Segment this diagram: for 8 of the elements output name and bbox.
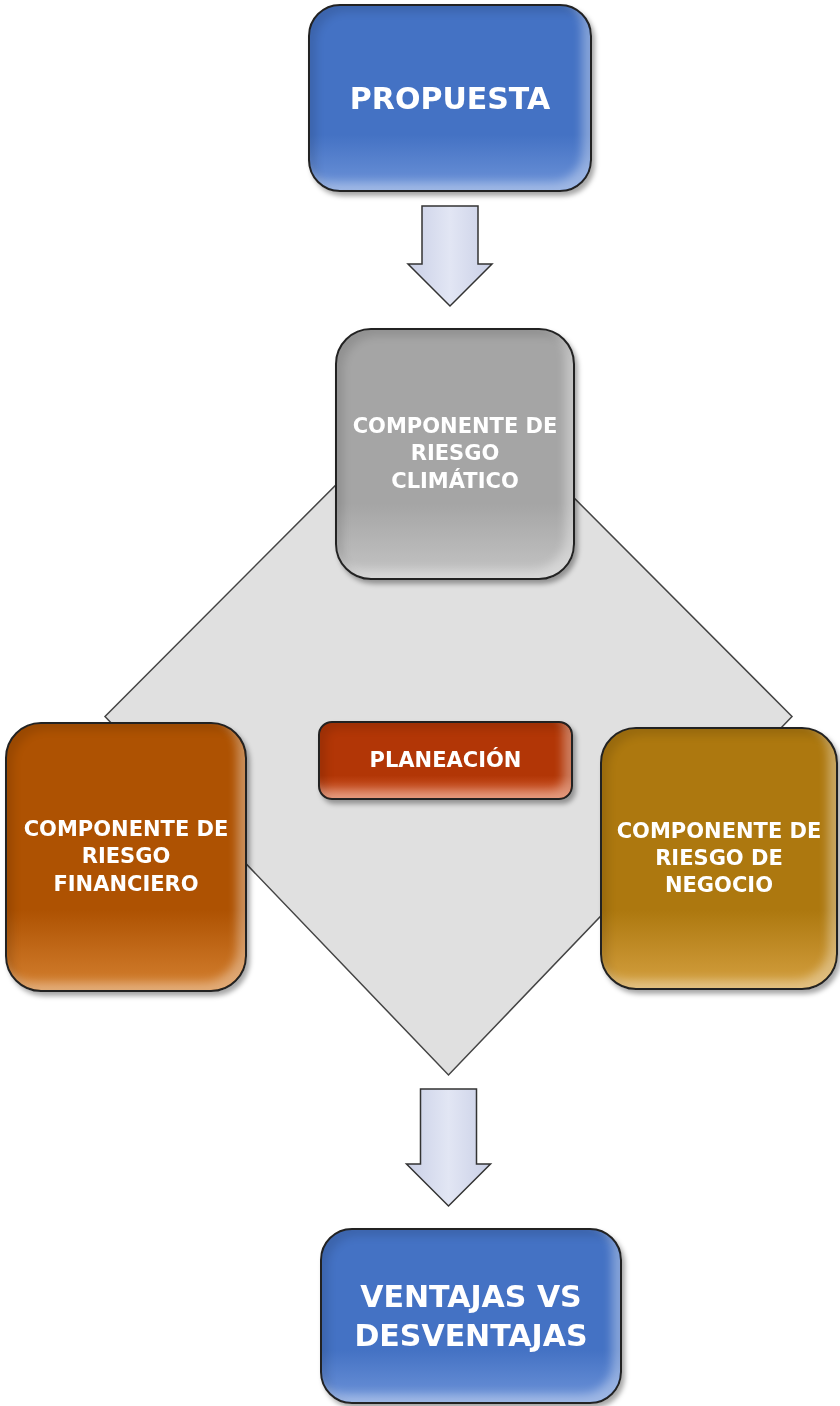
process-box: VENTAJAS VS DESVENTAJAS xyxy=(320,1228,622,1404)
process-box: PLANEACIÓN xyxy=(318,721,573,800)
block-arrow xyxy=(406,205,494,308)
process-box: COMPONENTE DE RIESGO DE NEGOCIO xyxy=(600,727,838,990)
process-box: COMPONENTE DE RIESGO FINANCIERO xyxy=(5,722,247,992)
process-box: COMPONENTE DE RIESGO CLIMÁTICO xyxy=(335,328,575,580)
block-arrow xyxy=(404,1088,493,1208)
process-box: PROPUESTA xyxy=(308,4,592,192)
